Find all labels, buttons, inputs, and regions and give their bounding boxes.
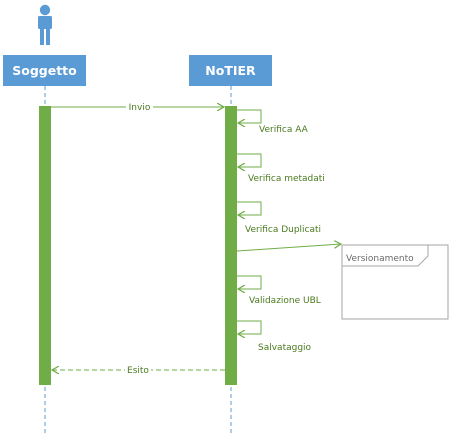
self-call-label: Salvataggio bbox=[258, 343, 312, 353]
message-to-versionamento bbox=[236, 244, 341, 252]
self-call-label: Verifica metadati bbox=[248, 174, 325, 184]
participant-soggetto: Soggetto bbox=[3, 55, 86, 86]
self-call-verifica-metadati: Verifica metadati bbox=[237, 153, 325, 184]
self-call-label: Validazione UBL bbox=[249, 296, 321, 306]
activation-notier bbox=[225, 106, 237, 385]
message-esito: Esito bbox=[52, 364, 225, 376]
self-call-salvataggio: Salvataggio bbox=[237, 320, 312, 353]
participant-notier-label: NoTIER bbox=[205, 63, 256, 78]
participant-notier: NoTIER bbox=[189, 55, 272, 86]
self-call-validazione-ubl: Validazione UBL bbox=[237, 275, 321, 306]
self-call-label: Verifica AA bbox=[259, 125, 309, 135]
actor-person-icon bbox=[38, 4, 52, 45]
self-call-verifica-aa: Verifica AA bbox=[237, 109, 309, 135]
message-invio: Invio bbox=[51, 101, 224, 113]
note-versionamento: Versionamento bbox=[341, 244, 449, 320]
self-call-label: Verifica Duplicati bbox=[245, 225, 321, 235]
message-invio-label: Invio bbox=[129, 103, 151, 113]
activation-soggetto bbox=[39, 106, 51, 385]
note-versionamento-label: Versionamento bbox=[346, 254, 414, 264]
participant-soggetto-label: Soggetto bbox=[12, 63, 77, 78]
self-call-verifica-duplicati: Verifica Duplicati bbox=[237, 201, 321, 235]
message-esito-label: Esito bbox=[127, 366, 149, 376]
